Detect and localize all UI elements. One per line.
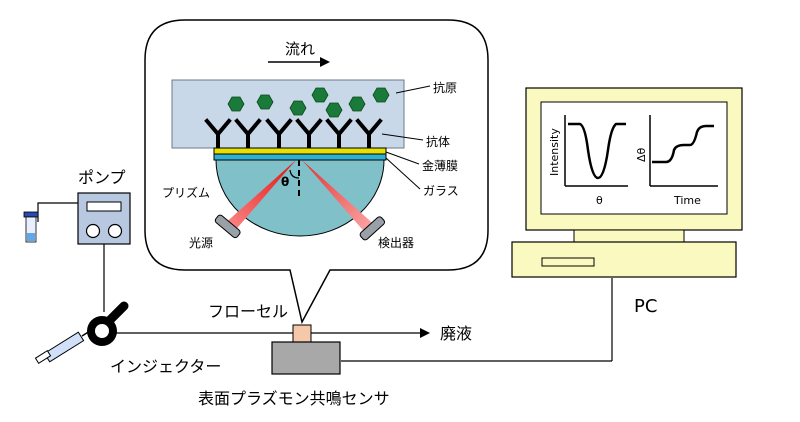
gold-film-leader xyxy=(385,151,420,165)
flow-channel xyxy=(171,79,405,149)
light-source-device xyxy=(214,214,241,239)
antibody-y xyxy=(234,118,262,152)
flow-arrow xyxy=(268,57,330,67)
injector-valve xyxy=(87,301,129,346)
gold-film-label: 金薄膜 xyxy=(422,158,458,173)
prism xyxy=(215,159,385,237)
sensorgram-graph xyxy=(649,115,718,187)
pc-base xyxy=(511,241,737,278)
antibody-leader xyxy=(381,133,424,141)
antigen-label: 抗原 xyxy=(433,80,457,95)
antibody-y xyxy=(295,118,323,152)
gold-film xyxy=(213,147,387,155)
prism-label: プリズム xyxy=(162,185,210,200)
glass-label: ガラス xyxy=(423,184,459,198)
incident-beam xyxy=(222,160,296,234)
antigen-hexagon xyxy=(372,87,390,103)
sensor-label: 表面プラズモン共鳴センサ xyxy=(198,389,390,408)
antibody-label: 抗体 xyxy=(426,134,450,149)
glass-slide xyxy=(213,153,387,161)
flow-cell-label: フローセル xyxy=(208,302,288,321)
waste-label: 廃液 xyxy=(440,324,472,343)
flow-label: 流れ xyxy=(285,40,315,58)
spr-sensor-unit xyxy=(271,341,341,375)
pump-device xyxy=(77,192,131,245)
glass-leader xyxy=(385,157,421,190)
antibody-y xyxy=(204,118,232,152)
antigen-hexagon xyxy=(256,94,274,110)
antigen-hexagon xyxy=(311,87,329,103)
detector-device xyxy=(359,216,386,241)
graph1-ylabel: Intensity xyxy=(548,128,561,176)
syringe xyxy=(34,330,91,364)
pc-monitor xyxy=(525,87,743,243)
intensity-graph xyxy=(564,115,628,187)
angle-arc xyxy=(289,169,300,179)
tubing xyxy=(37,202,613,362)
reflected-beam xyxy=(302,160,378,236)
antigen-hexagon xyxy=(348,96,366,112)
light-source-label: 光源 xyxy=(189,236,213,250)
pc-label: PC xyxy=(634,296,657,317)
antibody-y xyxy=(325,118,353,152)
theta-label: θ xyxy=(281,175,289,189)
antigen-molecules xyxy=(227,87,390,118)
antibody-y xyxy=(355,118,383,152)
reservoir-vial xyxy=(23,211,39,243)
antibody-y xyxy=(265,118,293,152)
graph2-xlabel: Time xyxy=(673,194,701,207)
antigen-leader xyxy=(395,85,431,94)
antigen-hexagon xyxy=(325,102,343,118)
waste-arrow-head xyxy=(420,328,430,338)
pump-label: ポンプ xyxy=(78,168,126,187)
graph1-xlabel: θ xyxy=(596,194,603,207)
flow-cell xyxy=(292,324,312,343)
antibody-molecules xyxy=(204,118,383,152)
injector-label: インジェクター xyxy=(110,357,221,376)
antigen-hexagon xyxy=(289,100,307,116)
graph2-ylabel: Δθ xyxy=(635,147,648,162)
detector-label: 検出器 xyxy=(378,236,414,250)
antigen-hexagon xyxy=(227,96,245,112)
